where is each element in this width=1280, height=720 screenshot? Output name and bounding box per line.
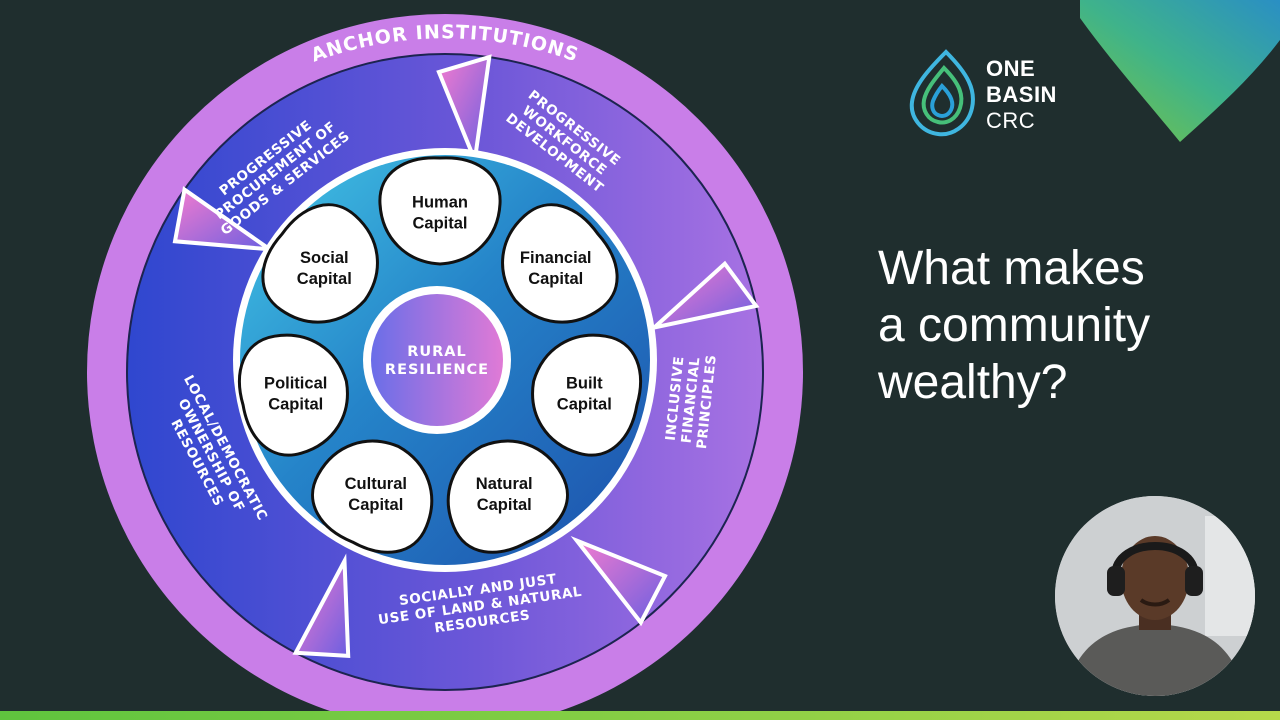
segment-arrow-1 (172, 186, 277, 252)
capital-label-line: Capital (528, 270, 583, 288)
core-circle (371, 294, 503, 426)
question-line-1: What makes (878, 242, 1145, 295)
presenter-webcam (1055, 496, 1255, 696)
logo-text-one: ONE (986, 56, 1036, 81)
segment-arrow-4 (570, 535, 668, 627)
capital-label-line: Built (566, 374, 603, 392)
logo-text-basin: BASIN (986, 82, 1057, 107)
core-group: RURAL RESILIENCE (363, 286, 511, 434)
capital-shape (311, 439, 434, 554)
corner-accent-shape (1080, 0, 1280, 142)
capital-shape (378, 156, 502, 266)
logo-text-crc: CRC (986, 108, 1036, 133)
capital-label-line: Capital (268, 395, 323, 413)
core-label-line2: RESILIENCE (385, 362, 489, 378)
community-wealth-diagram: ANCHOR INSTITUTIONS PROGRESSIVEPROCUREME… (87, 14, 803, 720)
segment-arrow-3 (647, 260, 760, 331)
capital-shape (501, 203, 619, 324)
capital-label-line: Political (264, 374, 327, 392)
one-basin-crc-logo: ONE BASIN CRC (906, 44, 1076, 144)
water-drop-logo-icon (909, 49, 975, 137)
capital-label-line: Capital (557, 395, 612, 413)
capital-label-line: Natural (476, 475, 533, 493)
core-label-line1: RURAL (407, 344, 467, 360)
capital-label-line: Human (412, 194, 468, 212)
capital-label-line: Capital (412, 215, 467, 233)
capital-shape (446, 439, 569, 554)
slide-question: What makes a community wealthy? (878, 240, 1238, 411)
segment-arrow-2 (436, 54, 492, 168)
capital-label-line: Cultural (345, 475, 407, 493)
presenter-video-image (1055, 496, 1255, 696)
capital-label-line: Capital (348, 496, 403, 514)
question-line-2: a community (878, 299, 1151, 352)
segment-arrow-5 (292, 553, 351, 659)
capital-label-line: Financial (520, 249, 592, 267)
bottom-accent-bar (0, 711, 1280, 720)
capital-shape (261, 203, 379, 324)
capital-label-line: Capital (297, 270, 352, 288)
capital-shape (238, 333, 349, 457)
capital-shape (531, 333, 642, 457)
capital-label-line: Capital (477, 496, 532, 514)
capital-label-line: Social (300, 249, 349, 267)
question-line-3: wealthy? (878, 356, 1068, 409)
